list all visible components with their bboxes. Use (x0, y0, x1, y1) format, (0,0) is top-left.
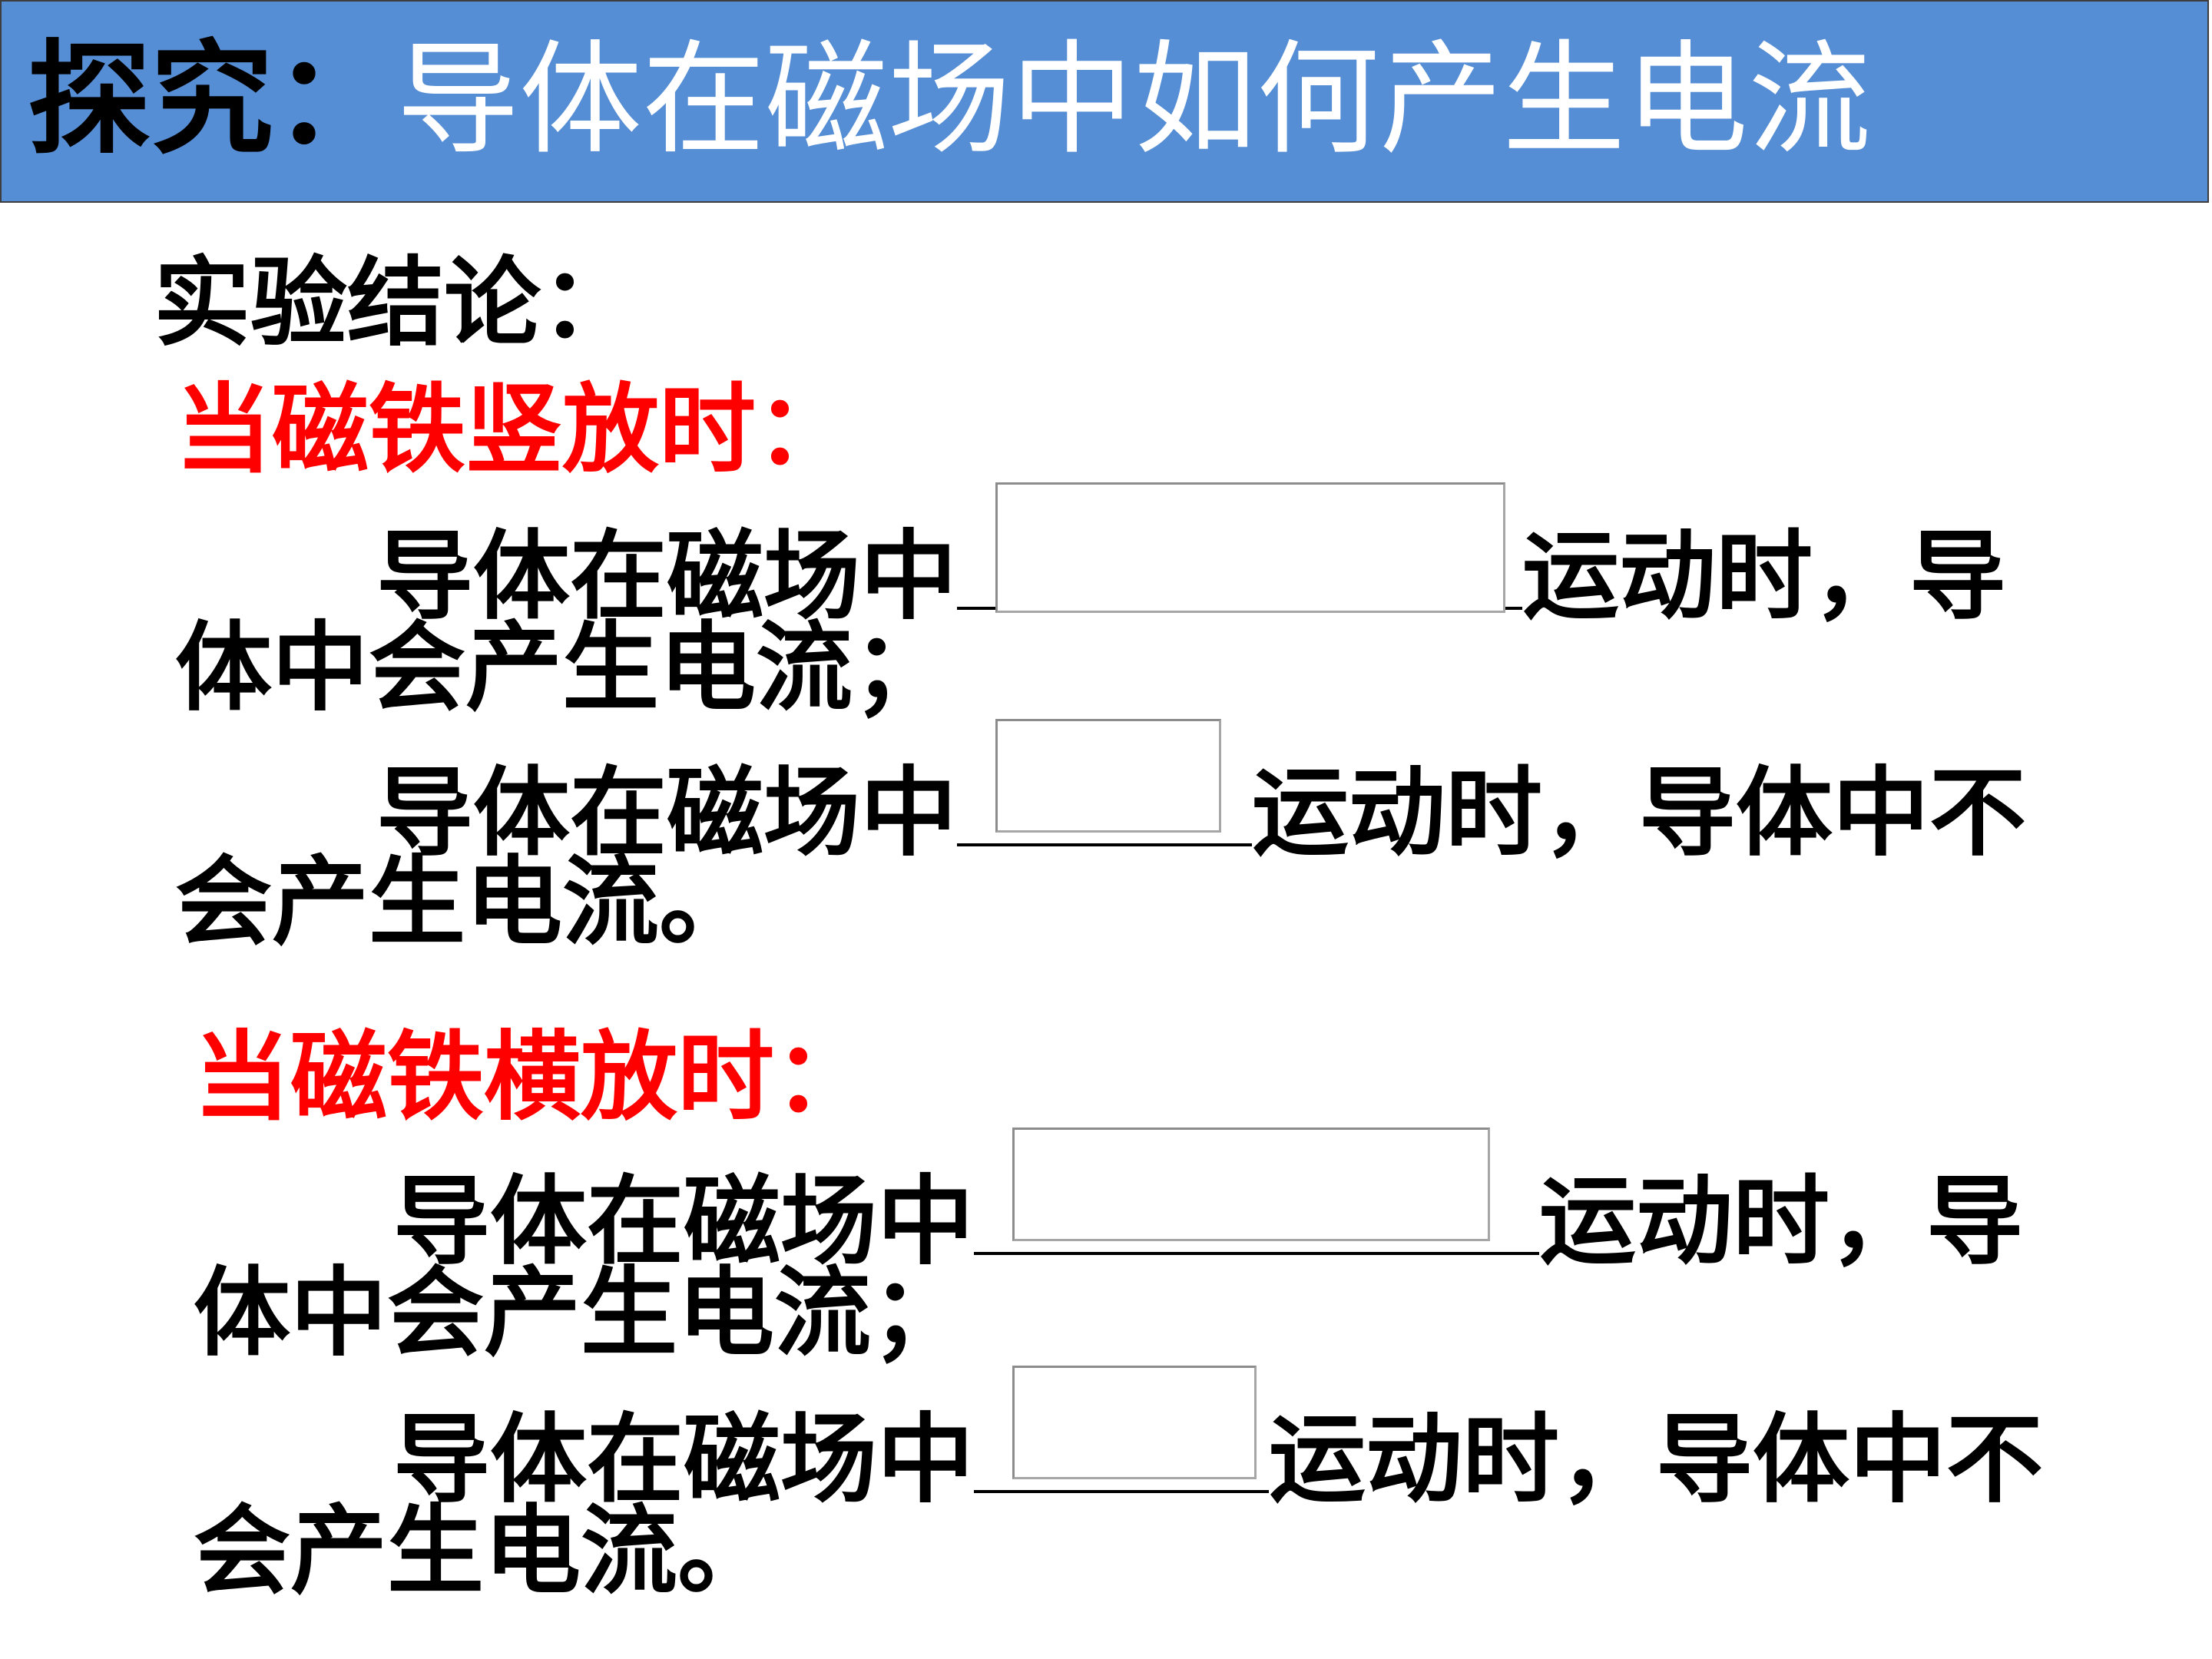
title-prefix: 探究： (28, 28, 397, 171)
vertical-line1-after: 运动时，导 (1522, 520, 2006, 633)
vertical-heading: 当磁铁竖放时： (175, 373, 853, 486)
title-main: 导体在磁场中如何产生电流 (396, 28, 1872, 171)
horizontal-statement-1: 导体在磁场中 运动时，导 (393, 1128, 2023, 1280)
answer-box-vertical-1[interactable] (995, 482, 1505, 613)
horizontal-line3-after: 运动时，导体中不 (1269, 1403, 2043, 1516)
horizontal-line4: 会产生电流。 (194, 1495, 774, 1608)
answer-blank-horizontal-1[interactable] (974, 1128, 1539, 1255)
title-bar: 探究：导体在磁场中如何产生电流 (0, 0, 2209, 203)
vertical-statement-2: 导体在磁场中 运动时，导体中不 (376, 719, 2026, 871)
answer-blank-horizontal-2[interactable] (974, 1366, 1269, 1493)
horizontal-line1-after: 运动时，导 (1539, 1165, 2023, 1278)
answer-box-horizontal-1[interactable] (1012, 1128, 1490, 1241)
vertical-statement-1: 导体在磁场中 运动时，导 (376, 482, 2006, 634)
horizontal-heading: 当磁铁横放时： (194, 1021, 871, 1134)
horizontal-line2: 体中会产生电流； (194, 1257, 968, 1369)
answer-box-horizontal-2[interactable] (1012, 1366, 1257, 1479)
vertical-line3-before: 导体在磁场中 (376, 757, 957, 869)
horizontal-line3-before: 导体在磁场中 (393, 1403, 974, 1516)
horizontal-statement-2: 导体在磁场中 运动时，导体中不 (393, 1366, 2043, 1518)
page-title: 探究：导体在磁场中如何产生电流 (28, 23, 1871, 177)
horizontal-line1-before: 导体在磁场中 (393, 1165, 974, 1278)
vertical-line2: 体中会产生电流； (175, 611, 949, 724)
answer-blank-vertical-1[interactable] (957, 482, 1522, 613)
answer-blank-vertical-2[interactable] (957, 719, 1252, 846)
vertical-line3-after: 运动时，导体中不 (1252, 757, 2026, 869)
vertical-line1-before: 导体在磁场中 (376, 520, 957, 633)
vertical-line4: 会产生电流。 (175, 846, 756, 959)
answer-box-vertical-2[interactable] (995, 719, 1221, 833)
conclusion-heading: 实验结论： (154, 247, 637, 359)
